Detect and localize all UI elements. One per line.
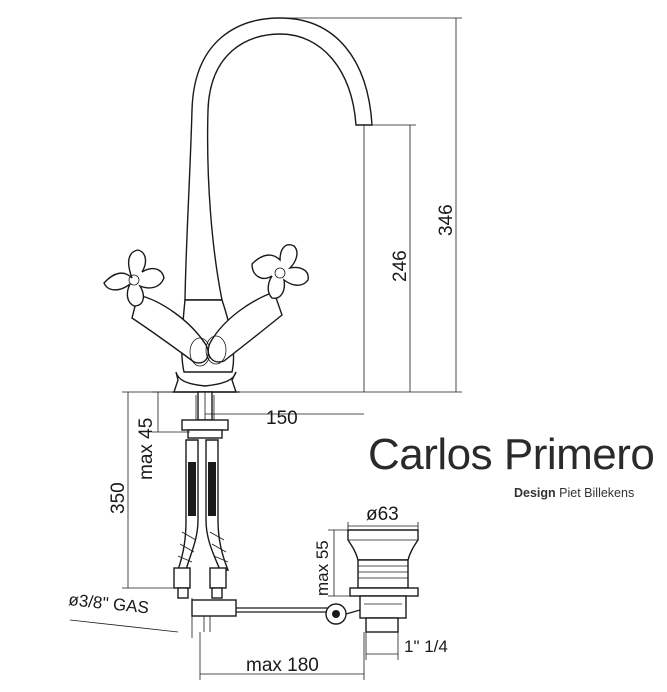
- designer-credit: Design Piet Billekens: [514, 486, 634, 500]
- dim-waste-thread: 1" 1/4: [404, 637, 448, 656]
- waste-cap: [347, 529, 419, 561]
- product-name: Carlos Primero: [368, 430, 655, 479]
- designer-name: Piet Billekens: [559, 486, 635, 500]
- dim-waste-diameter: ø63: [366, 504, 399, 525]
- left-handle-arm: [131, 294, 209, 364]
- supply-pipe: [191, 599, 330, 632]
- faucet-drawing: [103, 17, 373, 632]
- dim-waste-height: max 55: [313, 540, 332, 596]
- base-flange: [173, 371, 237, 393]
- dim-max-pipe: max 180: [246, 655, 319, 676]
- design-label: Design: [514, 486, 556, 500]
- dim-total-height: 346: [436, 204, 457, 236]
- right-handle-arm: [207, 291, 283, 363]
- dim-spout-height: 246: [390, 250, 411, 282]
- dim-max-deck: max 45: [136, 418, 157, 480]
- right-cross-handle: [251, 244, 309, 299]
- dim-connection: ø3/8" GAS: [68, 590, 150, 617]
- waste-drawing: [325, 529, 419, 633]
- flexible-hoses: [173, 439, 230, 599]
- left-cross-handle: [103, 249, 165, 307]
- dim-spout-reach: 150: [266, 408, 298, 429]
- spout: [184, 17, 373, 301]
- dimension-lines: [69, 17, 462, 680]
- mounting-nut: [181, 419, 229, 431]
- dim-hose-length: 350: [108, 482, 129, 514]
